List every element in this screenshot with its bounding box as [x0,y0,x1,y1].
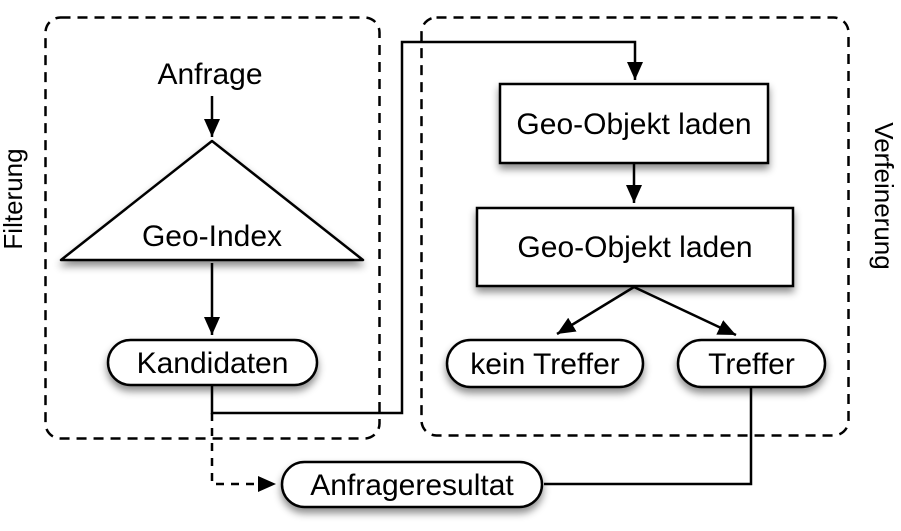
node-geo-objekt-laden-2-rect [475,206,795,288]
node-anfrageresultat-pill [280,460,544,509]
node-kandidaten-pill [106,338,319,387]
node-geo-objekt-laden-2-label: Geo-Objekt laden [517,231,752,264]
node-geo-objekt-laden-1-label: Geo-Objekt laden [516,108,751,141]
edge-geo-objekt-laden-2-to-treffer [633,285,737,337]
group-box-verfeinerung [420,16,850,437]
group-label-filterung: Filterung [0,148,28,249]
edge-kandidaten-to-anfrageresultat-dashed [210,413,276,492]
node-anfrage: Anfrage [157,58,262,91]
node-treffer-label: Treffer [708,348,795,381]
node-geo-objekt-laden-1-rect [498,82,770,165]
node-geo-index-triangle [59,139,365,262]
node-kein-treffer-pill [445,338,645,389]
group-label-verfeinerung: Verfeinerung [869,122,899,269]
group-box-filterung [44,16,381,440]
node-kandidaten-label: Kandidaten [137,347,289,380]
node-geo-index-label: Geo-Index [142,220,282,253]
node-treffer-pill [676,338,827,389]
edge-kandidaten-to-geo-objekt-laden-1 [210,40,643,415]
node-anfrageresultat-label: Anfrageresultat [310,469,514,502]
edge-geo-objekt-laden-2-to-kein-treffer [556,285,635,336]
node-kein-treffer-label: kein Treffer [470,348,620,381]
edge-treffer-to-anfrageresultat [544,387,753,486]
